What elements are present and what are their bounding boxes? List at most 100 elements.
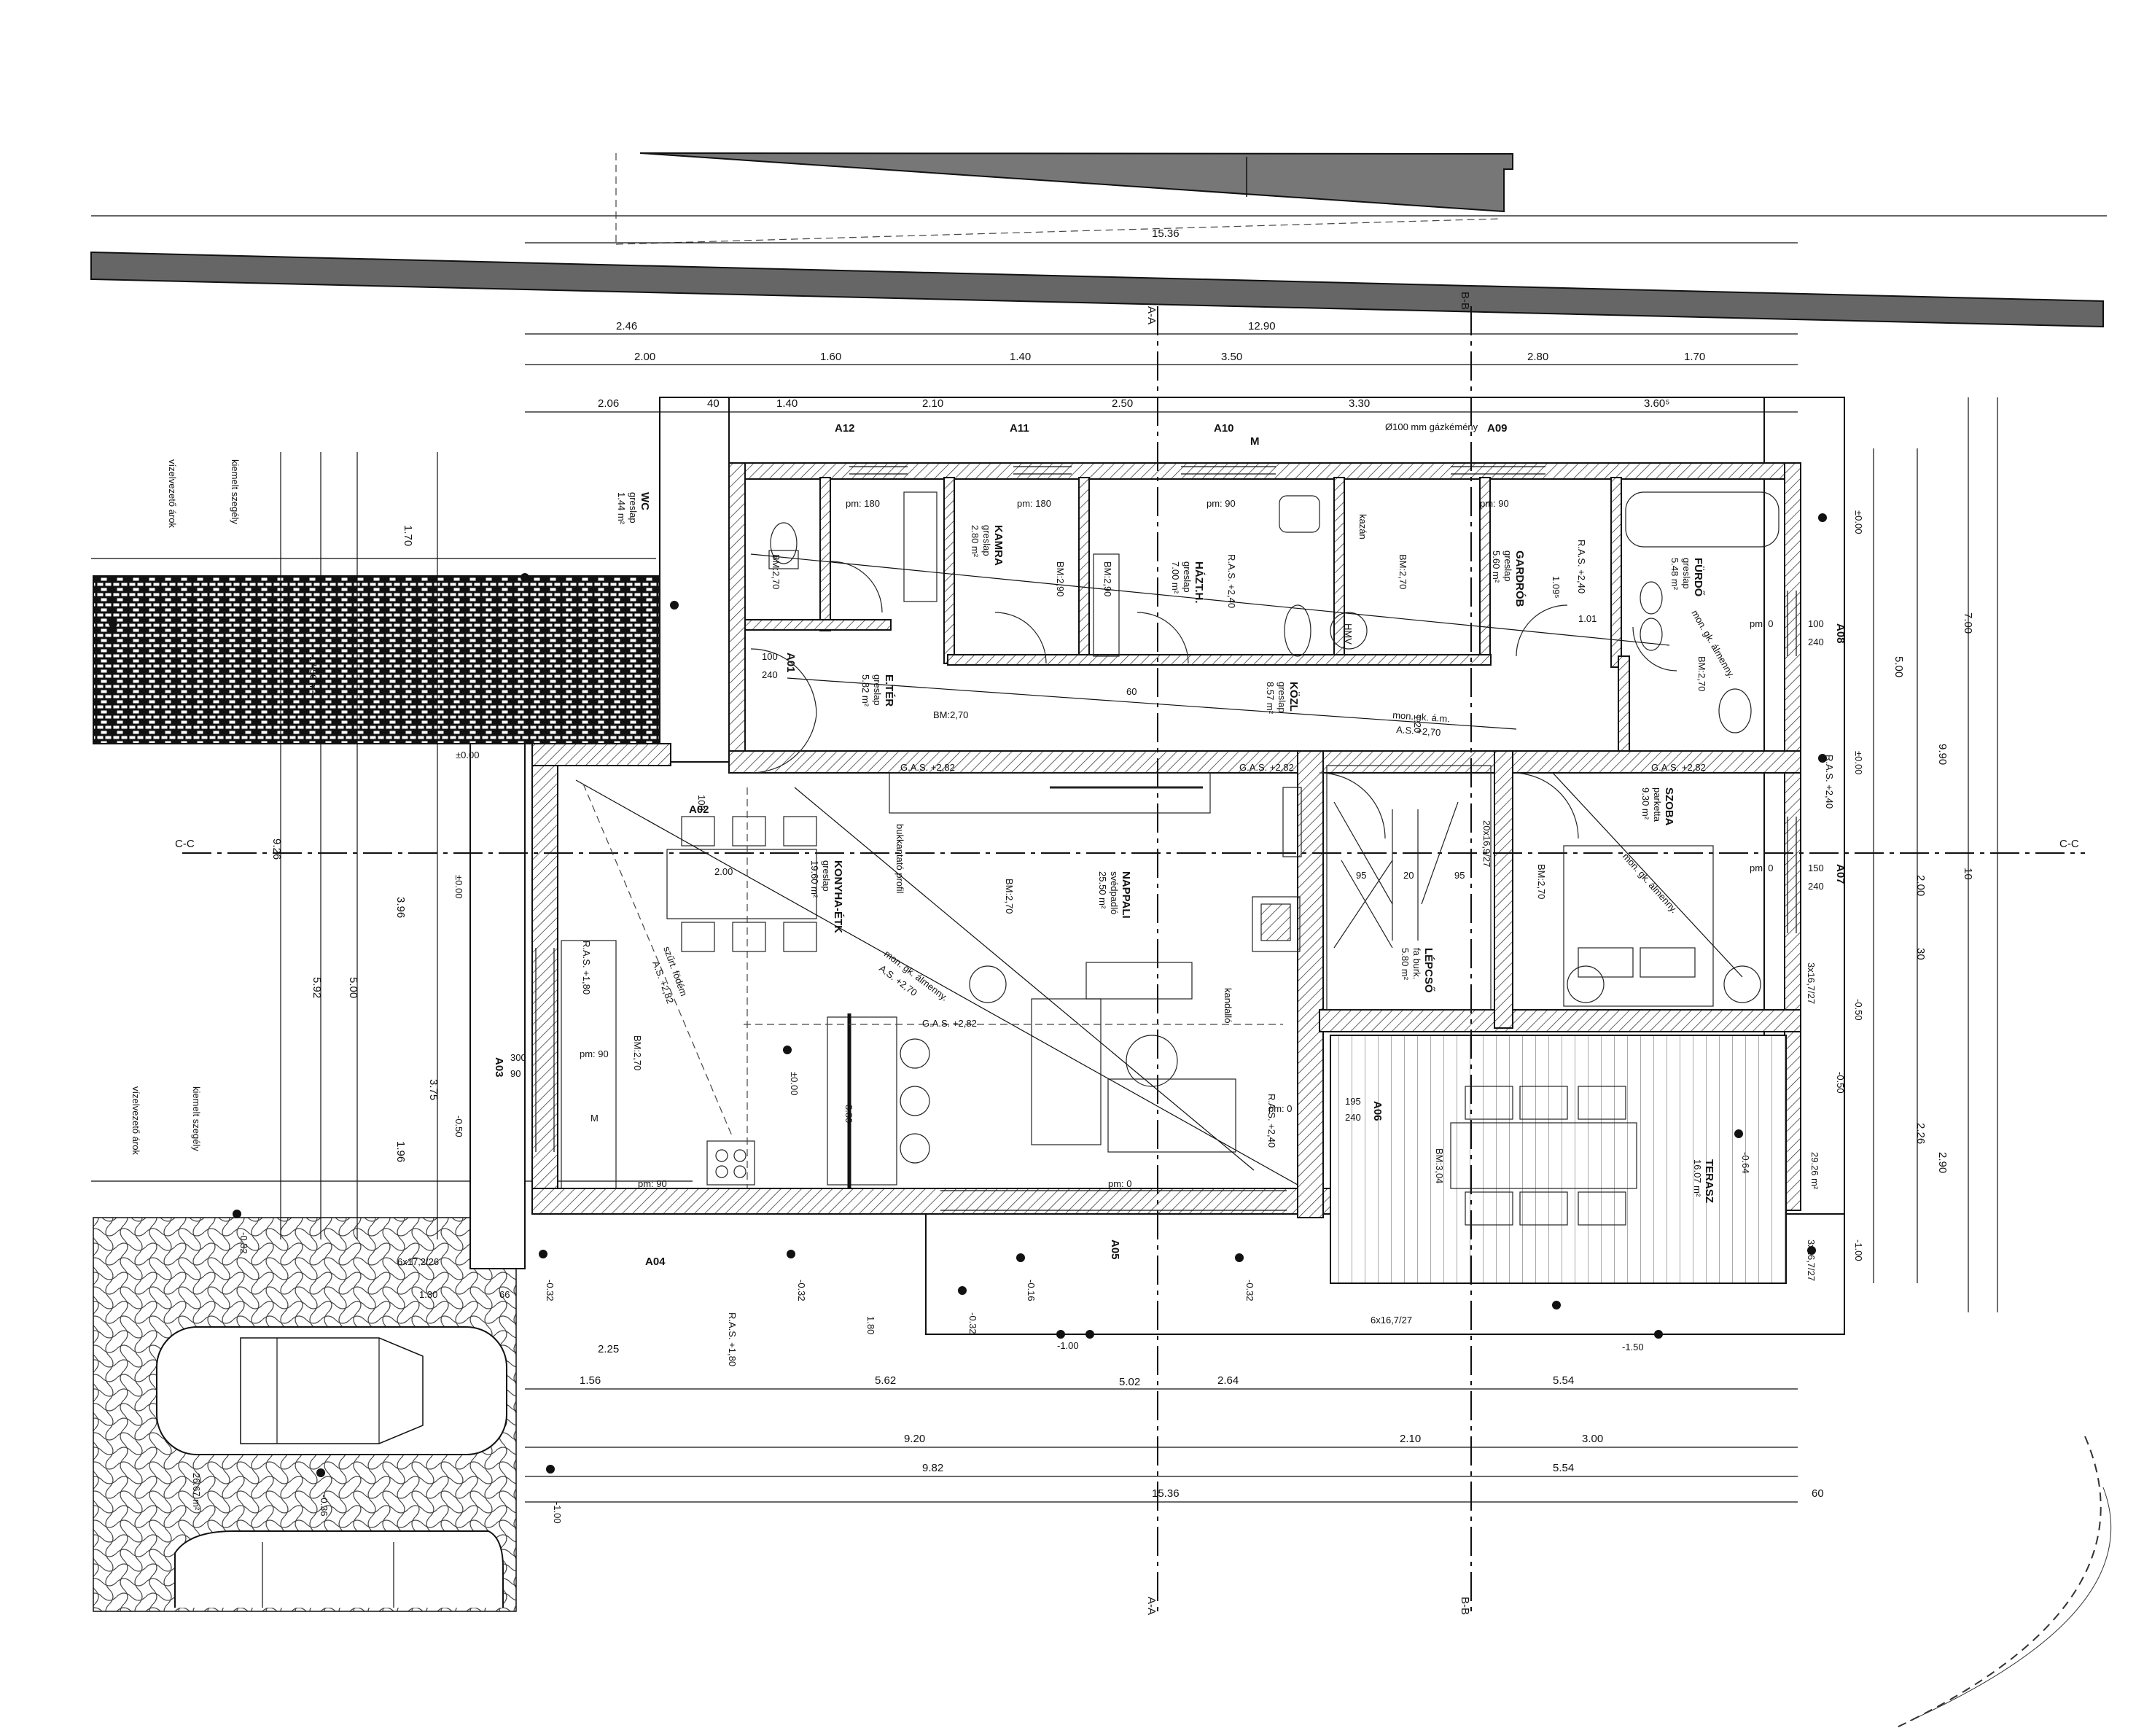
svg-text:BM:2,70: BM:2,70	[771, 554, 781, 589]
svg-text:E.TÉR: E.TÉR	[883, 674, 895, 707]
svg-text:100: 100	[1808, 618, 1824, 629]
svg-text:A03: A03	[493, 1057, 505, 1078]
svg-text:100: 100	[696, 795, 707, 811]
brick-paving	[93, 575, 728, 744]
svg-text:BM:2,70: BM:2,70	[1398, 554, 1408, 589]
svg-text:vízelvezető árok: vízelvezető árok	[167, 459, 178, 528]
svg-text:1.96: 1.96	[394, 1141, 407, 1162]
svg-text:-0.16: -0.16	[1026, 1280, 1037, 1301]
svg-text:2.25: 2.25	[598, 1343, 619, 1355]
svg-text:3.75: 3.75	[427, 1079, 440, 1100]
svg-text:2.00: 2.00	[634, 351, 655, 363]
svg-text:kiemelt szegély: kiemelt szegély	[191, 1086, 202, 1151]
svg-text:KONYHA-ÉTK: KONYHA-ÉTK	[832, 860, 844, 933]
svg-text:A02: A02	[689, 803, 709, 816]
svg-text:A06: A06	[1371, 1101, 1384, 1121]
svg-text:3.60⁵: 3.60⁵	[1644, 397, 1669, 410]
svg-text:2.50: 2.50	[1112, 397, 1133, 410]
svg-text:3.50: 3.50	[1221, 351, 1242, 363]
svg-text:A09: A09	[1487, 422, 1508, 435]
svg-text:NAPPALI: NAPPALI	[1120, 871, 1132, 919]
svg-text:1.40: 1.40	[776, 397, 798, 410]
svg-text:95: 95	[1454, 870, 1465, 881]
svg-text:3.96: 3.96	[394, 897, 407, 918]
svg-text:-1.00: -1.00	[1057, 1340, 1079, 1351]
svg-text:5.80 m²: 5.80 m²	[1400, 948, 1411, 981]
svg-text:5.92: 5.92	[311, 977, 323, 998]
svg-text:2.10: 2.10	[1400, 1433, 1421, 1445]
windows	[535, 466, 1797, 1211]
furniture	[561, 491, 1779, 1226]
svg-text:9.26: 9.26	[270, 838, 283, 860]
svg-text:G.A.S. +2,82: G.A.S. +2,82	[1239, 762, 1294, 773]
svg-text:pm: 0: pm: 0	[1268, 1103, 1293, 1114]
svg-text:60: 60	[1812, 1487, 1824, 1500]
svg-text:greslap: greslap	[1502, 550, 1513, 582]
svg-text:-1.00: -1.00	[552, 1502, 563, 1524]
svg-text:1.40: 1.40	[1010, 351, 1031, 363]
svg-text:BM:2,70: BM:2,70	[1004, 879, 1015, 914]
svg-text:300: 300	[510, 1052, 526, 1063]
svg-text:2.80 m²: 2.80 m²	[970, 525, 981, 558]
svg-text:-0.50: -0.50	[1853, 999, 1864, 1021]
svg-text:66: 66	[499, 1289, 510, 1300]
svg-text:2.26: 2.26	[1914, 1123, 1927, 1144]
site-context	[90, 152, 2112, 1729]
svg-text:BM:2,90: BM:2,90	[1055, 561, 1066, 596]
room-szoba: SZOBA parketta 9.30 m²	[1640, 787, 1675, 826]
svg-text:20x16,9/27: 20x16,9/27	[1481, 820, 1492, 867]
svg-text:A07: A07	[1834, 864, 1847, 884]
svg-text:SZOBA: SZOBA	[1663, 787, 1675, 826]
svg-text:1.01: 1.01	[1578, 613, 1597, 624]
svg-text:17.50 m²: 17.50 m²	[308, 656, 319, 694]
svg-text:1.56: 1.56	[580, 1374, 601, 1387]
room-nappali: NAPPALI svédpadló 25.50 m²	[1097, 871, 1132, 919]
svg-text:25.50 m²: 25.50 m²	[1097, 871, 1108, 909]
svg-text:6x17,2/26: 6x17,2/26	[397, 1256, 439, 1267]
svg-text:1.09⁵: 1.09⁵	[1551, 576, 1562, 599]
svg-text:G.A.S. +2,82: G.A.S. +2,82	[922, 1018, 977, 1029]
svg-text:2.64: 2.64	[1217, 1374, 1239, 1387]
svg-text:pm: 0: pm: 0	[1750, 863, 1774, 873]
svg-text:26.67 m²: 26.67 m²	[191, 1473, 202, 1511]
svg-text:5.54: 5.54	[1553, 1374, 1574, 1387]
svg-text:-0.50: -0.50	[453, 1116, 464, 1137]
svg-text:greslap: greslap	[821, 860, 832, 892]
svg-text:195: 195	[1345, 1096, 1361, 1107]
room-konyha: KONYHA-ÉTK greslap 19.60 m²	[809, 860, 844, 933]
svg-text:-0.36: -0.36	[319, 1495, 330, 1517]
svg-text:19.60 m²: 19.60 m²	[809, 860, 820, 898]
svg-text:WC: WC	[639, 492, 651, 510]
svg-text:R.A.S. +1,80: R.A.S. +1,80	[727, 1312, 738, 1366]
room-eter: E.TÉR greslap 5.82 m²	[860, 674, 895, 707]
svg-text:1.80: 1.80	[865, 1316, 876, 1334]
svg-text:KÖZL: KÖZL	[1287, 682, 1300, 712]
axis-lines: A-A B-B C-C C-C A-A B-B	[175, 292, 2085, 1615]
svg-text:pm: 180: pm: 180	[846, 498, 880, 509]
svg-text:150: 150	[1808, 863, 1824, 873]
svg-text:Ø100 mm gázkémény: Ø100 mm gázkémény	[1385, 421, 1478, 432]
svg-text:-1.50: -1.50	[1622, 1342, 1644, 1352]
svg-text:R.A.S. +2,40: R.A.S. +2,40	[1824, 755, 1835, 809]
svg-text:A11: A11	[1010, 422, 1029, 435]
right-dimensions: 7.00 5.00 9.90 10 2.00 30 2.26 2.90	[1892, 612, 1974, 1173]
svg-text:60: 60	[1126, 686, 1137, 697]
svg-text:±0.00: ±0.00	[1853, 751, 1864, 774]
svg-text:pm: 0: pm: 0	[1108, 1178, 1132, 1189]
svg-text:-0.32: -0.32	[1244, 1280, 1255, 1301]
svg-text:2.10: 2.10	[922, 397, 943, 410]
bottom-dimensions: 1.56 5.62 2.64 5.54 9.20 2.10 3.00 9.82 …	[580, 1343, 1824, 1500]
svg-text:-0.32: -0.32	[545, 1280, 556, 1301]
opening-tags: A12 pm: 180 A11 pm: 180 A10 pm: 90 A09 p…	[493, 422, 1847, 1268]
svg-text:kiemelt szegély: kiemelt szegély	[230, 459, 241, 524]
terrace-deck	[1330, 1035, 1787, 1284]
svg-text:greslap: greslap	[1182, 561, 1193, 593]
svg-text:5.62: 5.62	[875, 1374, 896, 1387]
svg-text:7.00 m²: 7.00 m²	[1170, 561, 1181, 594]
svg-text:R.A.S. +1,80: R.A.S. +1,80	[581, 941, 592, 994]
svg-text:240: 240	[762, 669, 778, 680]
svg-text:20: 20	[1403, 870, 1414, 881]
top-dimensions: 15.36 2.46 12.90 2.00 1.60 1.40 3.50 2.8…	[598, 227, 1705, 410]
svg-text:30: 30	[1914, 948, 1927, 960]
svg-text:R.A.S. +2,40: R.A.S. +2,40	[1576, 540, 1587, 593]
